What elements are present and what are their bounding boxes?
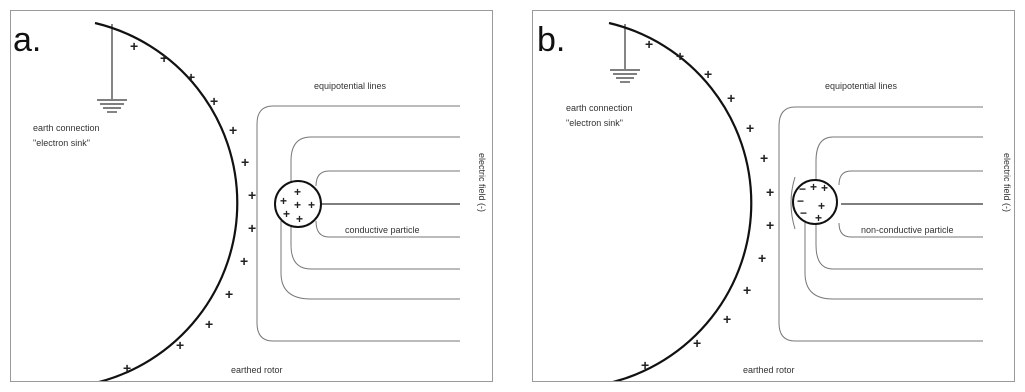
diagram-a: a. earth connection "electron sink" + + … (13, 21, 487, 381)
earth-connection-label: earth connection (566, 103, 633, 113)
rotor-arc (94, 21, 239, 381)
rotor-charge: + (746, 120, 754, 136)
rotor-charge: + (229, 122, 237, 138)
particle-label: conductive particle (345, 225, 420, 235)
particle-charge: + (296, 212, 303, 226)
panel-b: b. earth connection "electron sink" + + … (532, 10, 1015, 382)
rotor-charge: + (760, 150, 768, 166)
earth-connection-label: earth connection (33, 123, 100, 133)
electron-sink-label: "electron sink" (566, 118, 623, 128)
rotor-label: earthed rotor (743, 365, 795, 375)
particle-charge: + (294, 198, 301, 212)
rotor-arc (608, 21, 753, 381)
panel-a: a. earth connection "electron sink" + + … (10, 10, 493, 382)
equipotential-label: equipotential lines (825, 81, 898, 91)
rotor-charge: + (766, 184, 774, 200)
rotor-charge: + (187, 69, 195, 85)
equipotential-lines (256, 105, 460, 342)
rotor-charge: + (723, 311, 731, 327)
particle-charge: + (280, 194, 287, 208)
particle-charges: + + + + − − − (797, 180, 828, 225)
rotor-charge: + (248, 220, 256, 236)
rotor-charge: + (240, 253, 248, 269)
rotor-charge: + (205, 316, 213, 332)
particle-charge: + (815, 211, 822, 225)
diagram-b: b. earth connection "electron sink" + + … (537, 21, 1012, 381)
particle-charge: + (821, 181, 828, 195)
particle-charges: + + + + + + (280, 185, 315, 226)
rotor-charge: + (225, 286, 233, 302)
rotor-charge: + (743, 282, 751, 298)
particle-charge: + (818, 199, 825, 213)
rotor-charge: + (130, 38, 138, 54)
equipotential-label: equipotential lines (314, 81, 387, 91)
particle-label: non-conductive particle (861, 225, 954, 235)
particle-charge: − (797, 194, 804, 208)
electron-sink-label: "electron sink" (33, 138, 90, 148)
rotor-charge: + (241, 154, 249, 170)
rotor-charge: + (676, 48, 684, 64)
rotor-charges: + + + + + + + + + + + + + (123, 38, 256, 376)
rotor-charge: + (704, 66, 712, 82)
rotor-charges: + + + + + + + + + + + + + (641, 36, 774, 373)
non-conductive-particle (792, 179, 838, 225)
particle-charge: − (800, 206, 807, 220)
rotor-charge: + (641, 357, 649, 373)
particle-charge: − (799, 182, 806, 196)
equipotential-lines (778, 106, 983, 342)
electric-field-label: electric field (-) (477, 153, 487, 212)
particle-charge: + (810, 180, 817, 194)
rotor-charge: + (727, 90, 735, 106)
rotor-charge: + (766, 217, 774, 233)
particle-charge: + (283, 207, 290, 221)
conductive-particle (274, 180, 322, 228)
rotor-label: earthed rotor (231, 365, 283, 375)
particle-charge: + (294, 185, 301, 199)
panel-letter: b. (537, 21, 565, 59)
rotor-charge: + (160, 50, 168, 66)
rotor-charge: + (123, 360, 131, 376)
rotor-charge: + (210, 93, 218, 109)
particle-charge: + (308, 198, 315, 212)
rotor-charge: + (645, 36, 653, 52)
panel-letter: a. (13, 21, 41, 59)
rotor-charge: + (176, 337, 184, 353)
rotor-charge: + (693, 335, 701, 351)
electric-field-label: electric field (-) (1002, 153, 1012, 212)
rotor-charge: + (758, 250, 766, 266)
rotor-charge: + (248, 187, 256, 203)
